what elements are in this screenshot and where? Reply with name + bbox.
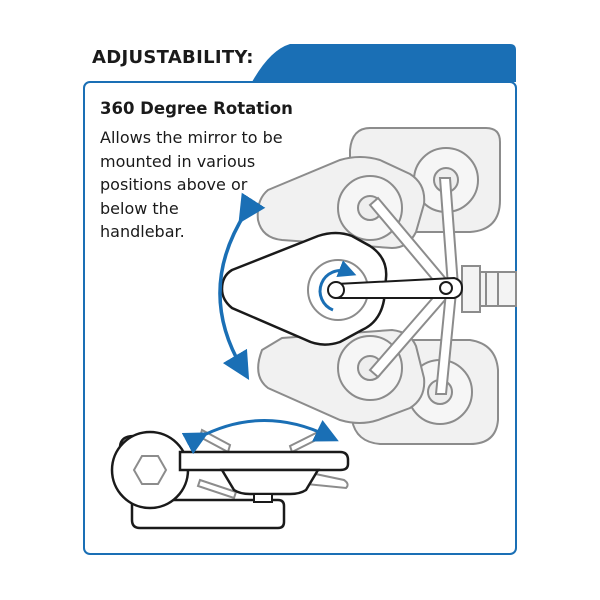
description-line: Allows the mirror to be (100, 128, 283, 147)
header-ribbon (252, 44, 516, 82)
swivel-arc-arrow-icon (181, 419, 339, 455)
card-frame (83, 81, 517, 555)
curved-double-arrow-icon (218, 192, 266, 381)
primary-mirror (220, 231, 464, 346)
description-line: handlebar. (100, 222, 185, 241)
description-line: mounted in various (100, 151, 256, 171)
section-header: ADJUSTABILITY: (92, 47, 254, 68)
card-title: 360 Degree Rotation (100, 99, 293, 118)
swivel-inset (110, 428, 350, 530)
description-line: below the (100, 198, 179, 218)
ghost-arms (368, 177, 460, 395)
description-line: positions above or (100, 175, 248, 194)
handlebar-clamp (461, 265, 517, 313)
pivot-rotation-arrow-icon (318, 260, 357, 312)
card-description: Allows the mirror to be mounted in vario… (100, 126, 300, 244)
